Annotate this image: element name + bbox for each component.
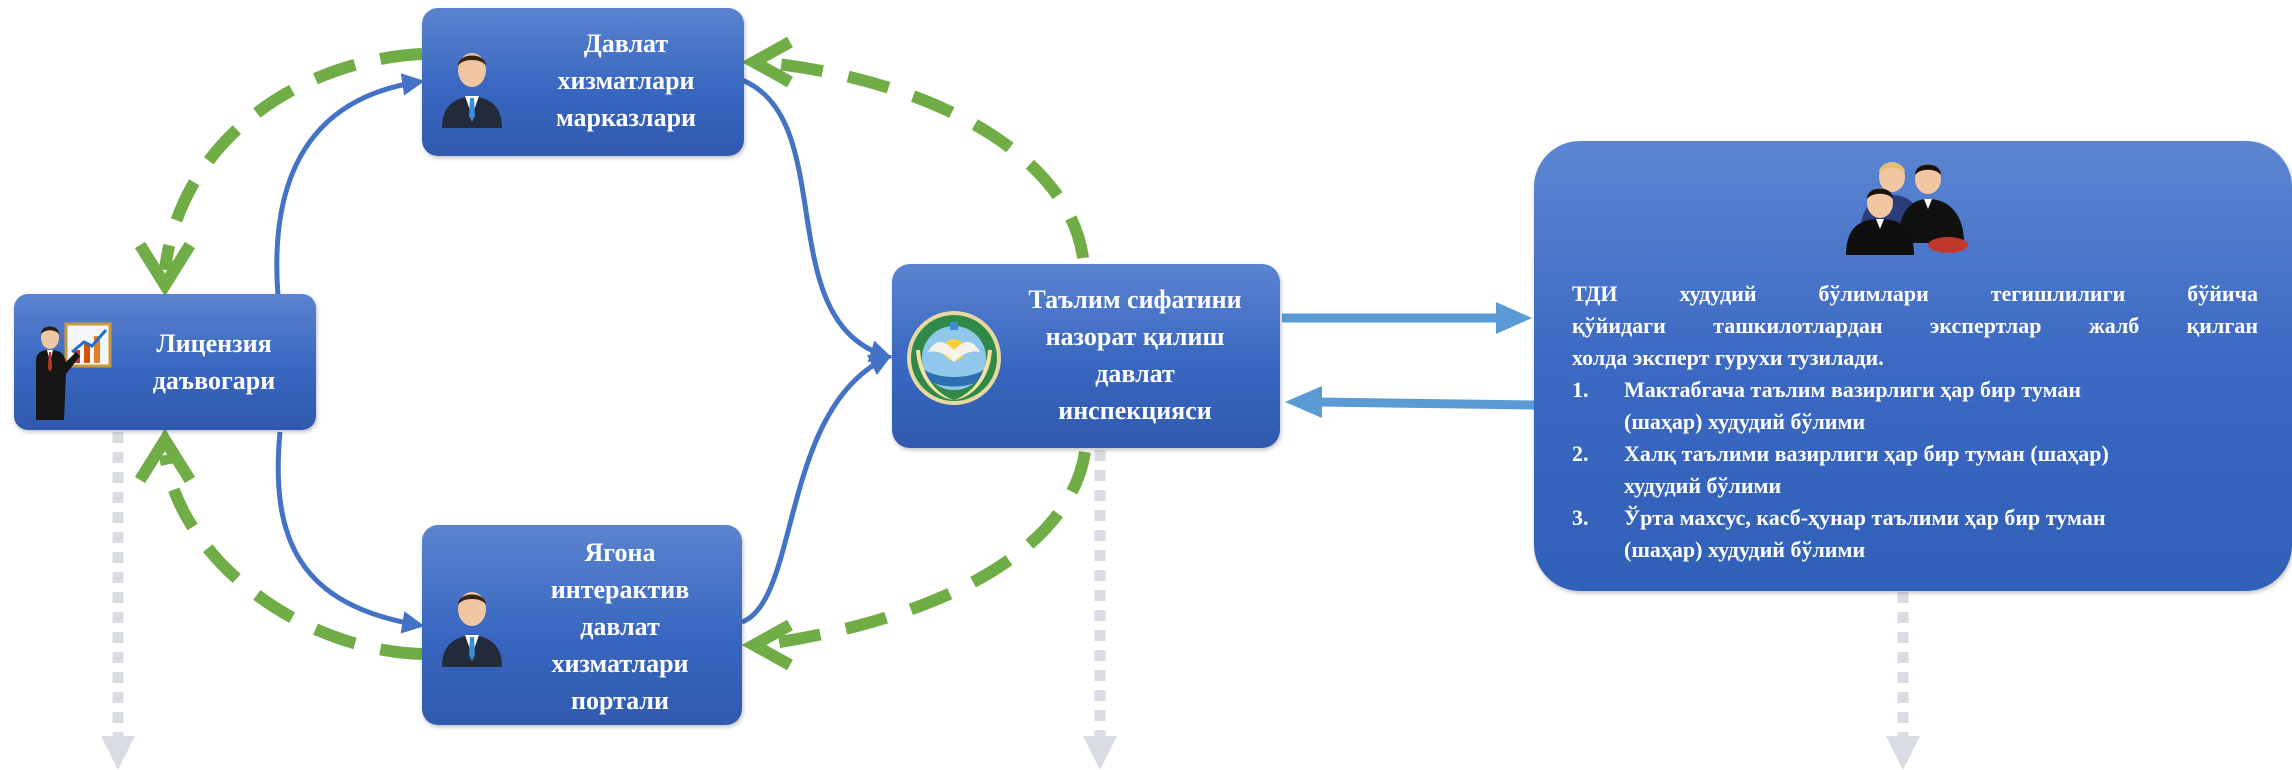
list-item: 3. Ўрта махсус, касб-ҳунар таълими ҳар б… [1572,502,2258,566]
node-label-line: марказлари [555,103,697,132]
green-arrowhead-bottom-left [134,428,196,484]
list-item-text: худудий бўлими [1624,473,1782,498]
license-applicant-box: Лицензия даъвогари [14,294,316,430]
node-label-line: портали [571,686,669,715]
list-item-text: (шаҳар) худудий бўлими [1624,537,1866,562]
list-item-number: 3. [1572,505,1589,530]
organizations-list: 1. Мактабгача таълим вазирлиги ҳар бир т… [1572,374,2258,566]
presenter-chart-icon [36,322,112,420]
list-item-text: (шаҳар) худудий бўлими [1624,409,1866,434]
green-arrowhead-top-right [741,36,793,88]
inspection-tdi-arrows [1282,302,1535,418]
node-label-line: Таълим сифатини [1028,285,1242,314]
group-people-icon [1846,162,1968,255]
node-label-line: инспекцияси [1058,396,1212,425]
dotted-arrowheads [101,736,1920,770]
node-label-line: давлат [1095,359,1175,388]
description-line: қўйидаги ташкилотлардан экспертлар жалб … [1572,313,2258,338]
businessman-icon [442,53,502,128]
businessman-icon [442,592,502,667]
description-line: холда эксперт гурухи тузилади. [1572,345,1884,370]
list-item: 1. Мактабгача таълим вазирлиги ҳар бир т… [1572,374,2258,438]
node-label-line: хизматлари [557,66,695,95]
state-emblem-icon [907,311,1001,405]
expert-group-box: ТДИ худудий бўлимлари тегишлилиги бўйича… [1534,141,2292,591]
description-line: ТДИ худудий бўлимлари тегишлилиги бўйича [1572,281,2258,306]
green-arrowhead-top-left [134,241,196,297]
list-item-text: Халқ таълими вазирлиги ҳар бир туман (ша… [1624,441,2109,466]
list-item-number: 2. [1572,441,1589,466]
node-label-line: назорат қилиш [1045,322,1225,351]
node-label-line: интерактив [550,575,690,604]
blue-curves [274,73,893,634]
list-item-text: Ўрта махсус, касб-ҳунар таълими ҳар бир … [1624,505,2106,530]
dotted-down-connectors [112,432,1909,740]
node-label-line: даъвогари [152,366,276,395]
education-quality-inspection-box: Таълим сифатини назорат қилиш давлат инс… [892,264,1280,448]
list-item-text: Мактабгача таълим вазирлиги ҳар бир тума… [1624,377,2082,402]
node-label-line: давлат [580,612,660,641]
list-item: 2. Халқ таълими вазирлиги ҳар бир туман … [1572,438,2258,502]
unified-portal-box: Ягона интерактив давлат хизматлари порта… [422,525,742,725]
green-arrowhead-bottom-right [741,619,793,671]
state-services-centers-box: Давлат хизматлари марказлари [422,8,744,156]
node-label-line: Лицензия [156,329,272,358]
node-label-line: хизматлари [551,649,689,678]
node-label-line: Ягона [584,538,656,567]
node-label-line: Давлат [583,29,669,58]
list-item-number: 1. [1572,377,1589,402]
expert-group-description: ТДИ худудий бўлимлари тегишлилиги бўйича… [1572,278,2258,566]
dashed-cycle [159,48,1091,660]
